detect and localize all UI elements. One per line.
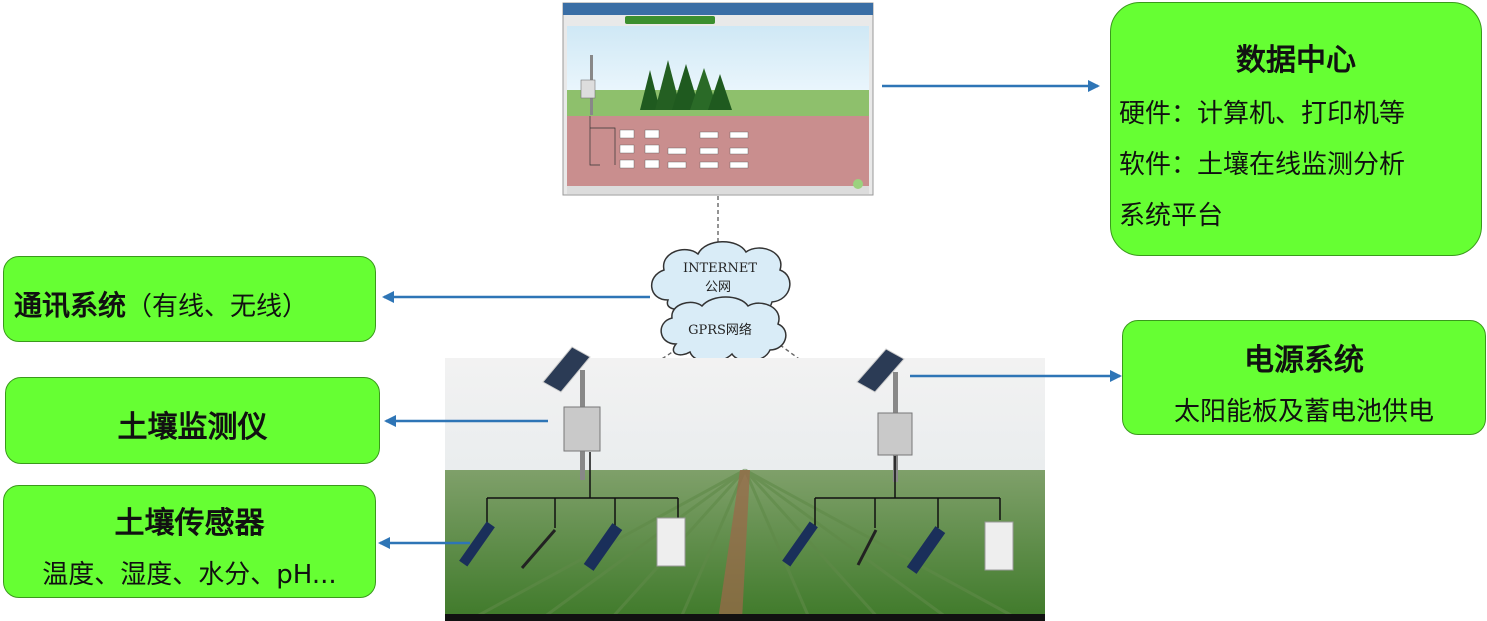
comm-system-title: 通讯系统 [14,289,127,322]
software-screenshot [562,2,874,196]
arrows [378,80,1122,549]
network-links [591,196,881,419]
data-center-software-cont: 系统平台 [1119,201,1224,231]
power-system-title: 电源系统 [1244,343,1364,378]
soil-meter-box: 土壤监测仪 [5,377,380,464]
right-monitoring-station [856,348,913,482]
soil-sensor-detail: 温度、湿度、水分、pH... [42,560,337,590]
left-monitoring-station [542,346,601,480]
comm-system-detail: （有线、无线） [126,292,309,322]
data-center-title: 数据中心 [1236,43,1356,78]
cloud-label-gprs: GPRS网络 [688,322,752,338]
data-center-box: 数据中心 硬件：计算机、打印机等 软件：土壤在线监测分析 系统平台 [1110,2,1482,256]
data-center-software: 软件：土壤在线监测分析 [1119,150,1406,180]
soil-sensor-title: 土壤传感器 [114,506,265,541]
soil-sensor-box: 土壤传感器 温度、湿度、水分、pH... [3,485,376,598]
field-photo [445,358,1045,621]
soil-sensors [459,517,1014,574]
cloud-label-internet: INTERNET [683,261,757,276]
comm-system-box: 通讯系统（有线、无线） [3,256,376,342]
power-system-box: 电源系统 太阳能板及蓄电池供电 [1122,320,1486,435]
cloud-label-public-net: 公网 [705,280,731,295]
power-system-detail: 太阳能板及蓄电池供电 [1173,397,1434,427]
sensor-wiring [486,452,1001,528]
data-center-hardware: 硬件：计算机、打印机等 [1119,99,1406,129]
soil-meter-title: 土壤监测仪 [117,410,268,445]
